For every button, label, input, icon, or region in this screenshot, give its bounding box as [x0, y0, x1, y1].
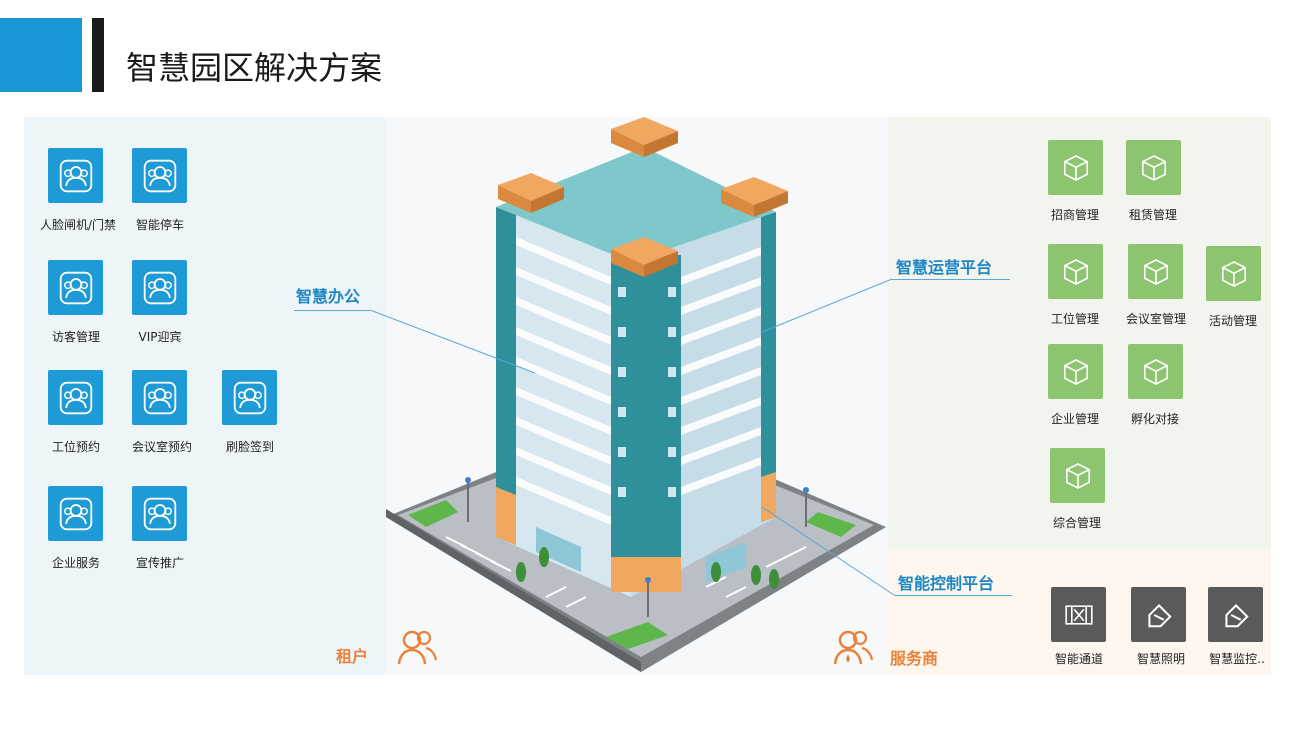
ops-item-enterprise[interactable]: [1048, 344, 1103, 399]
ops-item-desk[interactable]: [1048, 244, 1103, 299]
control-label: 智慧监控..: [1209, 652, 1265, 666]
header-divider-bar: [92, 18, 104, 92]
cube-icon: [1050, 448, 1105, 503]
ops-label: 企业管理: [1050, 412, 1099, 426]
ops-label: 活动管理: [1208, 314, 1257, 328]
ops-item-investment[interactable]: [1048, 140, 1103, 195]
service-item-visitor[interactable]: [48, 260, 103, 315]
people-icon: [48, 260, 103, 315]
light-icon: [1131, 587, 1186, 642]
control-item-gate[interactable]: [1051, 587, 1106, 642]
service-label: 刷脸签到: [225, 440, 274, 454]
ops-label: 工位管理: [1050, 312, 1099, 326]
service-label: 人脸闸机/门禁: [39, 218, 117, 232]
callout-smart-office: 智慧办公: [296, 287, 361, 306]
control-label: 智能通道: [1054, 652, 1103, 666]
tenant-people-icon: [397, 630, 438, 665]
service-label: 访客管理: [51, 330, 100, 344]
gate-icon: [1051, 587, 1106, 642]
service-item-meeting-booking[interactable]: [132, 370, 187, 425]
callout-operations-platform: 智慧运营平台: [896, 258, 993, 277]
control-item-camera[interactable]: [1208, 587, 1263, 642]
callout-control-platform: 智能控制平台: [898, 574, 995, 593]
ops-label: 租赁管理: [1128, 208, 1177, 222]
service-label: 会议室预约: [131, 440, 192, 454]
service-item-vip[interactable]: [132, 260, 187, 315]
people-icon: [132, 260, 187, 315]
service-label: 宣传推广: [135, 556, 184, 570]
service-label: VIP迎宾: [138, 330, 182, 344]
people-icon: [222, 370, 277, 425]
ops-item-meeting-room[interactable]: [1128, 244, 1183, 299]
people-icon: [132, 148, 187, 203]
service-item-smart-parking[interactable]: [132, 148, 187, 203]
cube-icon: [1206, 246, 1261, 301]
header-accent-block: [0, 18, 82, 92]
people-icon: [132, 370, 187, 425]
cube-icon: [1128, 244, 1183, 299]
ops-item-events[interactable]: [1206, 246, 1261, 301]
building-illustration: [386, 117, 886, 672]
ops-label: 孵化对接: [1130, 412, 1179, 426]
service-label: 企业服务: [51, 556, 100, 570]
ops-label: 会议室管理: [1125, 312, 1186, 326]
people-icon: [48, 370, 103, 425]
provider-people-icon: [833, 630, 874, 665]
service-item-enterprise[interactable]: [48, 486, 103, 541]
people-icon: [132, 486, 187, 541]
service-item-desk-booking[interactable]: [48, 370, 103, 425]
people-icon: [48, 148, 103, 203]
cube-icon: [1048, 244, 1103, 299]
cube-icon: [1048, 140, 1103, 195]
service-label: 工位预约: [51, 440, 100, 454]
page-title: 智慧园区解决方案: [126, 49, 383, 87]
cube-icon: [1126, 140, 1181, 195]
callout-underline: [892, 279, 1010, 280]
callout-leader-line: [761, 278, 893, 333]
cube-icon: [1048, 344, 1103, 399]
ops-item-general[interactable]: [1050, 448, 1105, 503]
control-label: 智慧照明: [1136, 652, 1185, 666]
ops-label: 综合管理: [1052, 516, 1101, 530]
ops-label: 招商管理: [1050, 208, 1099, 222]
service-label: 智能停车: [135, 218, 184, 232]
callout-leader-line: [761, 506, 895, 596]
ops-item-incubation[interactable]: [1128, 344, 1183, 399]
callout-underline: [294, 310, 370, 311]
cube-icon: [1128, 344, 1183, 399]
people-icon: [48, 486, 103, 541]
camera-icon: [1208, 587, 1263, 642]
callout-underline: [894, 595, 1012, 596]
control-item-lighting[interactable]: [1131, 587, 1186, 642]
provider-label: 服务商: [890, 649, 939, 668]
tenant-label: 租户: [336, 647, 369, 666]
callout-leader-line: [370, 309, 536, 374]
service-item-face-gate[interactable]: [48, 148, 103, 203]
service-item-promotion[interactable]: [132, 486, 187, 541]
ops-item-leasing[interactable]: [1126, 140, 1181, 195]
service-item-face-checkin[interactable]: [222, 370, 277, 425]
